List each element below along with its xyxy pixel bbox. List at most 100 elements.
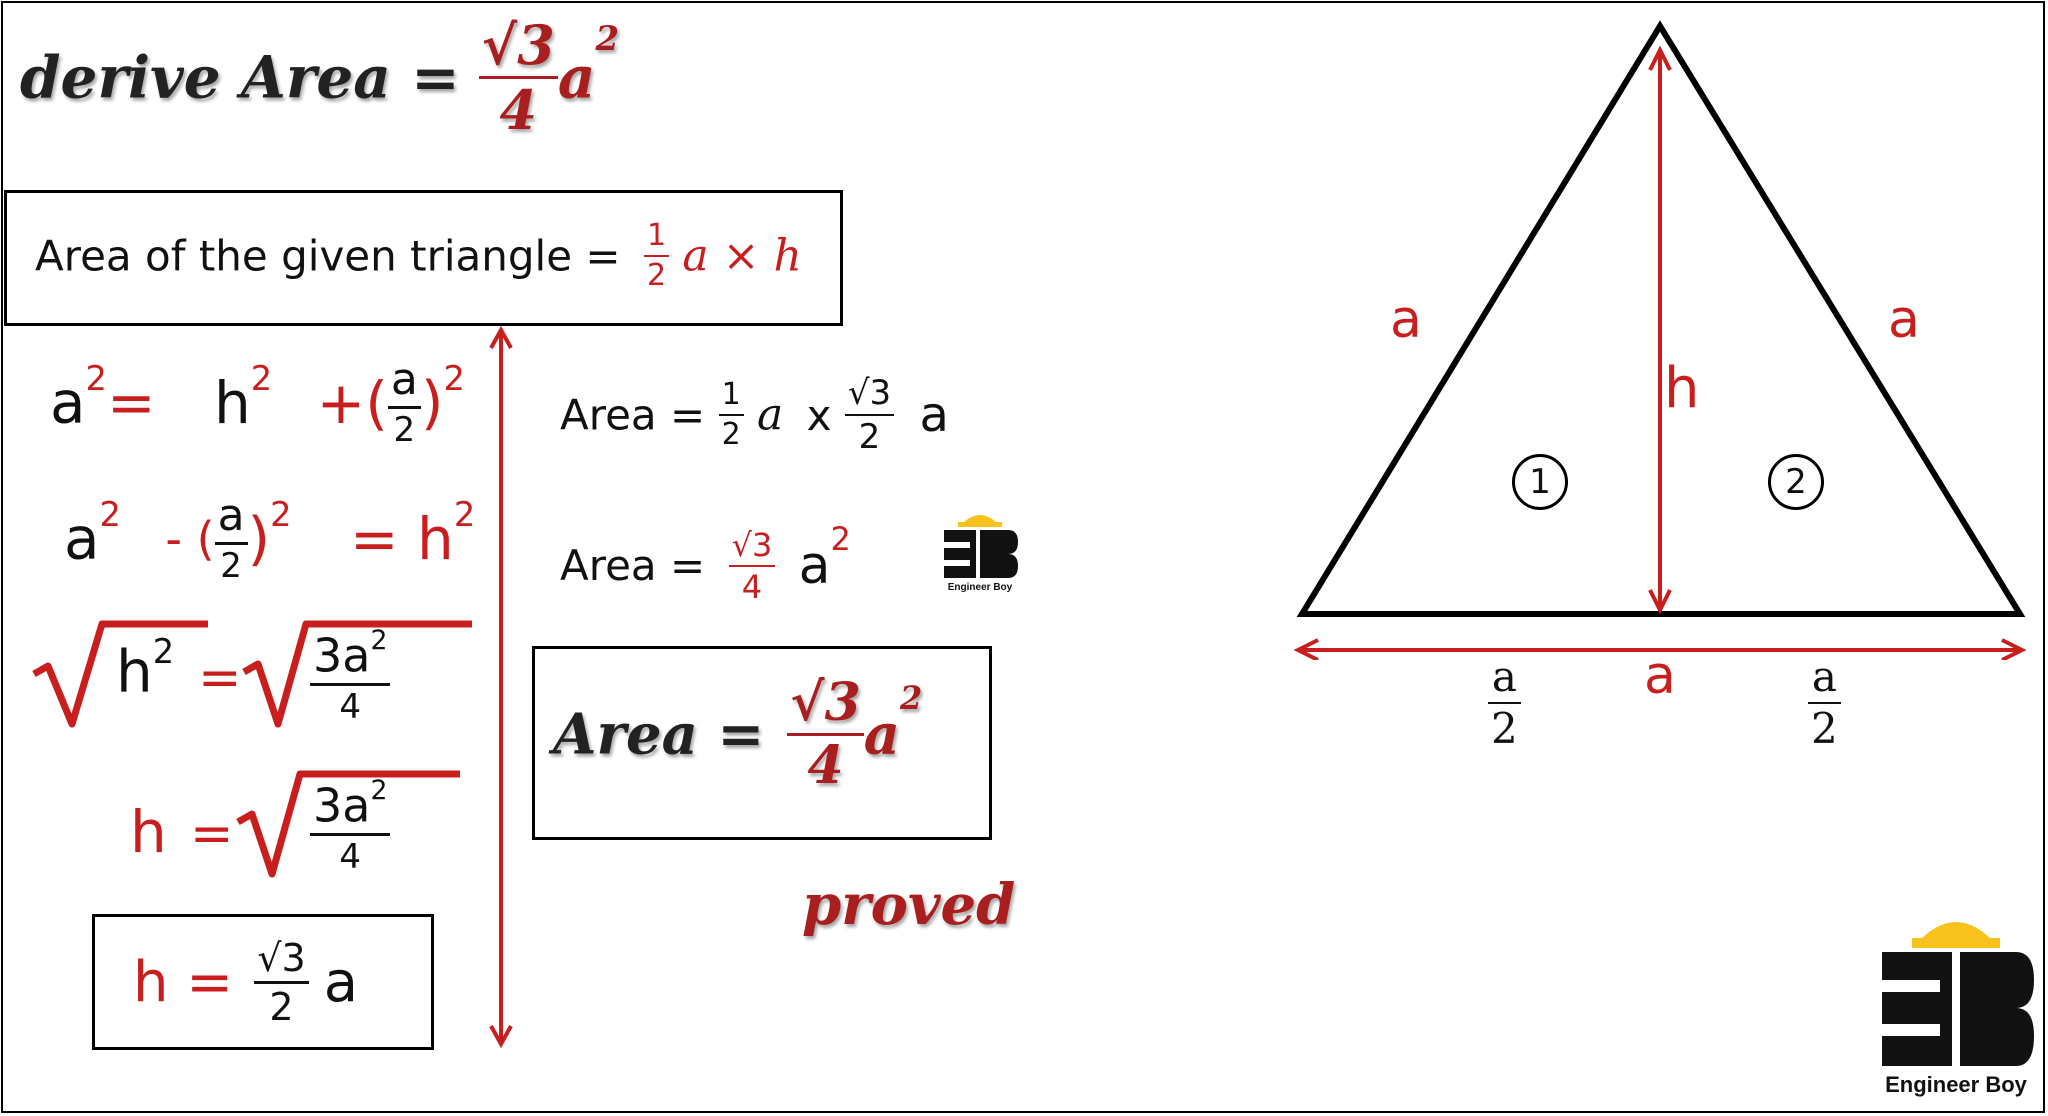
step3-radical-left (32, 620, 208, 728)
half-left-num: a (1491, 652, 1517, 701)
given-fraction-den: 2 (646, 258, 667, 293)
step2-fnum: a (217, 490, 245, 541)
step3-eq: = (198, 648, 242, 708)
given-half-fraction: 1 2 (643, 218, 670, 293)
step4-num: 3a (313, 778, 371, 833)
result-den: 4 (807, 735, 844, 796)
equilateral-triangle (1296, 20, 2026, 617)
result-label: Area = (553, 701, 765, 768)
given-area-text: Area of the given triangle = (35, 231, 621, 281)
step2-minus: - ( (165, 511, 215, 566)
engineer-boy-logo-small: Engineer Boy (940, 502, 1020, 594)
step1-eq: = (106, 368, 156, 437)
result-a: a (863, 701, 901, 768)
step4-eq: = (190, 804, 234, 864)
height-arrow (1648, 45, 1672, 615)
step2-fden: 2 (220, 546, 242, 586)
step2-eq-h: = h (350, 504, 454, 573)
given-fraction-num: 1 (646, 218, 667, 253)
step4-h: h (130, 798, 167, 866)
r2-label: Area = (560, 541, 706, 591)
logo-large-helmet-icon (1882, 922, 2034, 1066)
step5-h: h = (133, 950, 234, 1015)
result-num: √3 (790, 672, 861, 733)
title-prefix: derive Area = (20, 43, 460, 112)
step1-a: a (50, 368, 86, 437)
step1-fnum: a (390, 354, 418, 405)
step1-plus: +( (316, 368, 388, 437)
base-label: a (1644, 646, 1676, 706)
step2-a: a (64, 504, 100, 573)
region-1-number: 1 (1529, 462, 1551, 502)
title-variable: a (557, 43, 596, 112)
divider-arrow (489, 325, 513, 1049)
result-exp: 2 (900, 679, 923, 717)
right-side-label: a (1888, 290, 1920, 350)
step4-den: 4 (339, 836, 362, 877)
step4-fraction: 3a2 4 (310, 777, 391, 877)
r2-den: 4 (741, 567, 763, 606)
step2-close: ) (247, 504, 271, 573)
step3-den: 4 (339, 686, 362, 727)
step3-h-exp: 2 (152, 632, 175, 671)
half-base-left: a 2 (1488, 656, 1521, 750)
step1-a-exp: 2 (85, 359, 107, 399)
step-3-equation: h2 = 3a2 4 (30, 612, 472, 742)
step3-num: 3a (313, 628, 371, 683)
r1-d1: 2 (721, 417, 741, 452)
half-left-den: 2 (1491, 704, 1518, 753)
proved-label: proved (802, 872, 1016, 938)
step1-h-exp: 2 (250, 359, 273, 399)
r1-n1: 1 (721, 377, 741, 412)
region-1-marker: 1 (1512, 454, 1568, 510)
engineer-boy-logo-large: Engineer Boy (1876, 900, 2036, 1100)
page-title: derive Area = √3 4 a2 (20, 18, 619, 137)
r1-label: Area = (560, 390, 706, 440)
step3-radical-right (242, 620, 472, 728)
step2-close-exp: 2 (270, 495, 292, 535)
step4-radical (236, 770, 460, 878)
title-exponent: 2 (595, 19, 620, 59)
r2-a: a (798, 535, 831, 596)
region-2-number: 2 (1785, 462, 1807, 502)
given-area-rest: a × h (682, 230, 802, 282)
title-fraction-denominator: 4 (499, 78, 538, 142)
given-area-box: Area of the given triangle = 1 2 a × h (4, 190, 843, 326)
height-label: h (1664, 356, 1700, 421)
half-base-right: a 2 (1808, 656, 1841, 750)
step5-a: a (323, 950, 359, 1015)
half-right-den: 2 (1811, 704, 1838, 753)
r1-n2: √3 (847, 373, 892, 413)
logo-small-helmet-icon (944, 515, 1018, 578)
step3-num-exp: 2 (370, 625, 388, 656)
r1-times: x (806, 390, 832, 440)
step1-close: ) (420, 368, 444, 437)
step2-a-exp: 2 (99, 495, 121, 535)
logo-large-text: Engineer Boy (1885, 1072, 2027, 1097)
r2-num: √3 (731, 525, 773, 564)
step2-h-exp: 2 (453, 495, 476, 535)
base-arrow (1293, 638, 2027, 660)
step5-den: 2 (269, 985, 294, 1029)
step3-fraction: 3a2 4 (310, 625, 391, 727)
r1-a2: a (919, 387, 949, 443)
r1-a1: a (757, 389, 784, 441)
step1-h: h (214, 368, 251, 437)
r2-exp: 2 (830, 520, 851, 558)
step3-h: h (116, 637, 153, 706)
left-side-label: a (1390, 290, 1422, 350)
r1-d2: 2 (858, 417, 881, 457)
